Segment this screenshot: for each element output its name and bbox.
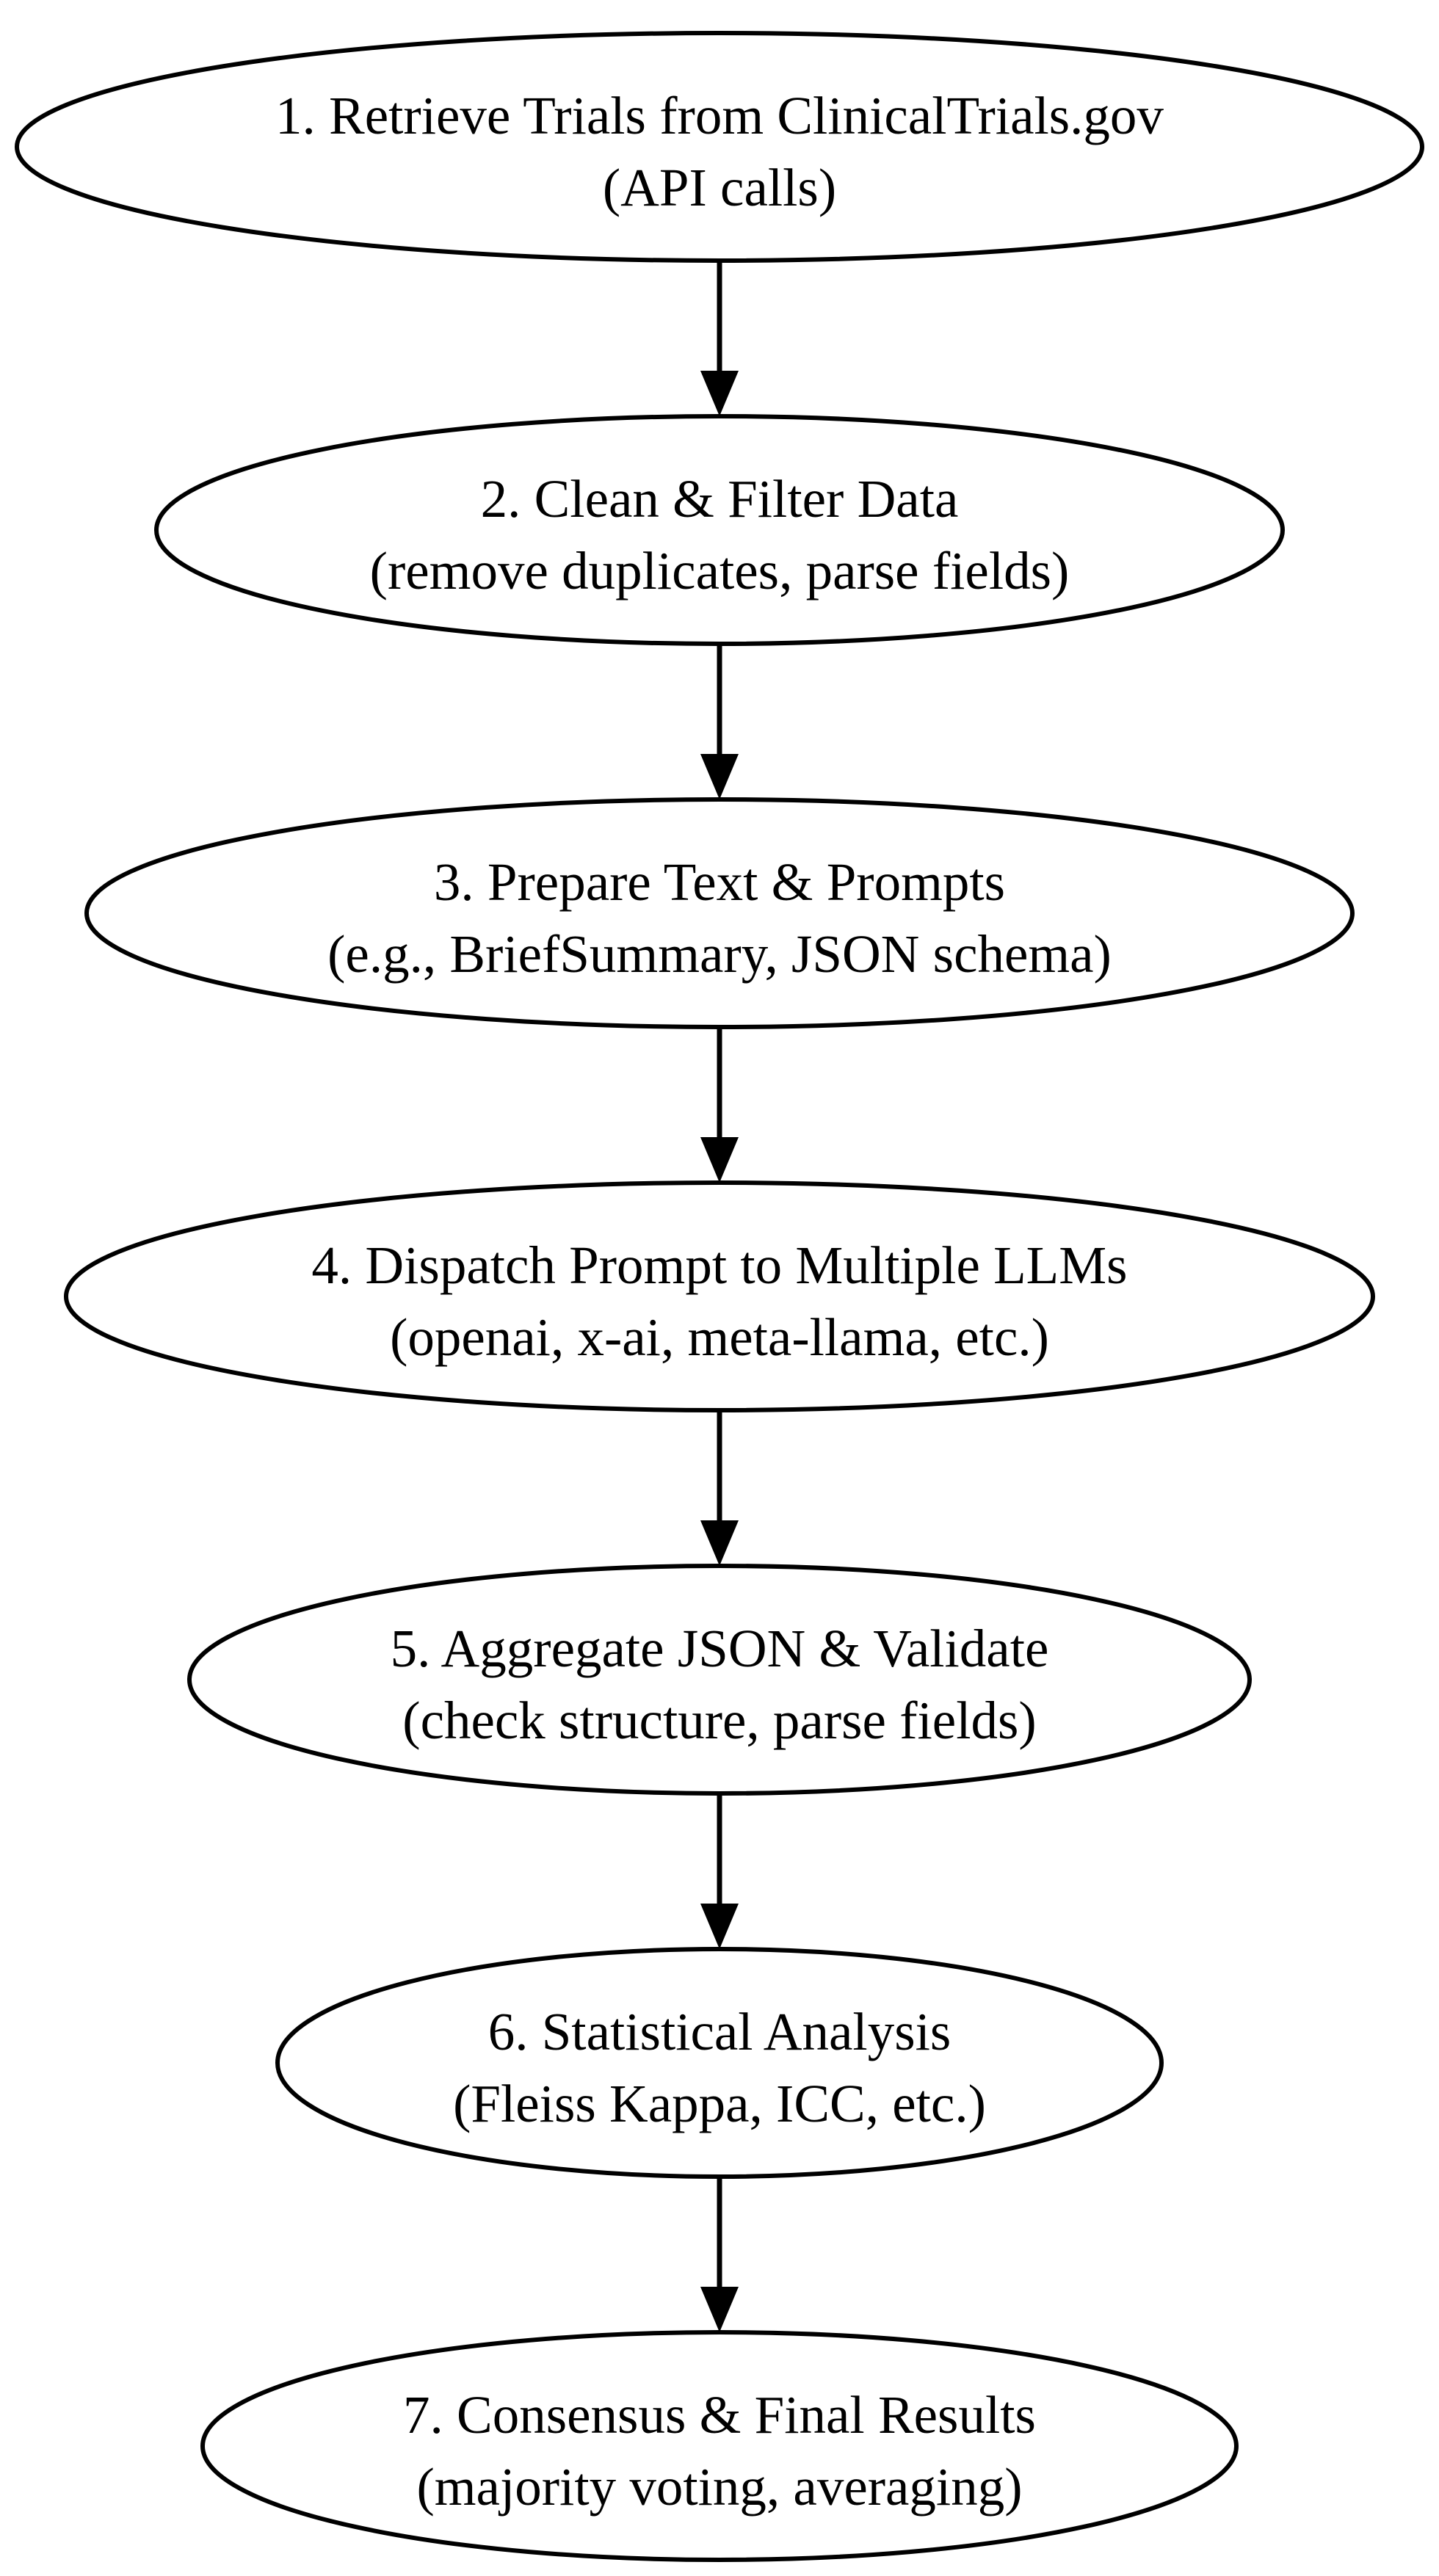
node-2-ellipse [154, 414, 1285, 646]
node-7-title: 7. Consensus & Final Results [403, 2385, 1036, 2445]
flow-node-1-retrieve-trials: 1. Retrieve Trials from ClinicalTrials.g… [15, 31, 1424, 263]
node-2-title: 2. Clean & Filter Data [481, 469, 959, 529]
flow-edge-2-3 [700, 644, 739, 799]
arrow-down-icon [700, 754, 739, 799]
node-6-ellipse [275, 1947, 1164, 2179]
node-3-ellipse [84, 797, 1355, 1029]
flow-edge-3-4 [700, 1027, 739, 1183]
flow-edge-4-5 [700, 1410, 739, 1566]
arrow-down-icon [700, 2287, 739, 2332]
node-2-subtitle: (remove duplicates, parse fields) [370, 541, 1070, 601]
node-7-ellipse [200, 2330, 1239, 2562]
node-5-ellipse [187, 1564, 1252, 1796]
node-1-title: 1. Retrieve Trials from ClinicalTrials.g… [275, 86, 1164, 145]
flow-edge-5-6 [700, 1793, 739, 1949]
flow-node-2-clean-filter: 2. Clean & Filter Data (remove duplicate… [154, 414, 1285, 646]
flow-edge-6-7 [700, 2177, 739, 2332]
node-7-subtitle: (majority voting, averaging) [416, 2457, 1022, 2517]
node-1-subtitle: (API calls) [603, 158, 836, 217]
node-3-subtitle: (e.g., BriefSummary, JSON schema) [327, 924, 1112, 984]
node-3-title: 3. Prepare Text & Prompts [434, 852, 1005, 912]
flow-node-3-prepare-prompts: 3. Prepare Text & Prompts (e.g., BriefSu… [84, 797, 1355, 1029]
node-4-ellipse [64, 1180, 1375, 1412]
flow-node-4-dispatch-llms: 4. Dispatch Prompt to Multiple LLMs (ope… [64, 1180, 1375, 1412]
node-6-subtitle: (Fleiss Kappa, ICC, etc.) [453, 2074, 986, 2133]
node-4-subtitle: (openai, x-ai, meta-llama, etc.) [390, 1307, 1049, 1367]
node-5-title: 5. Aggregate JSON & Validate [391, 1619, 1049, 1678]
node-5-subtitle: (check structure, parse fields) [402, 1691, 1036, 1750]
flow-node-7-consensus-results: 7. Consensus & Final Results (majority v… [200, 2330, 1239, 2562]
flow-node-6-statistical-analysis: 6. Statistical Analysis (Fleiss Kappa, I… [275, 1947, 1164, 2179]
node-6-title: 6. Statistical Analysis [488, 2002, 952, 2061]
arrow-down-icon [700, 1904, 739, 1949]
flow-edge-1-2 [700, 261, 739, 416]
flow-node-5-aggregate-validate: 5. Aggregate JSON & Validate (check stru… [187, 1564, 1252, 1796]
arrow-down-icon [700, 1520, 739, 1566]
node-4-title: 4. Dispatch Prompt to Multiple LLMs [311, 1236, 1127, 1295]
arrow-down-icon [700, 371, 739, 416]
arrow-down-icon [700, 1137, 739, 1183]
node-1-ellipse [15, 31, 1424, 263]
